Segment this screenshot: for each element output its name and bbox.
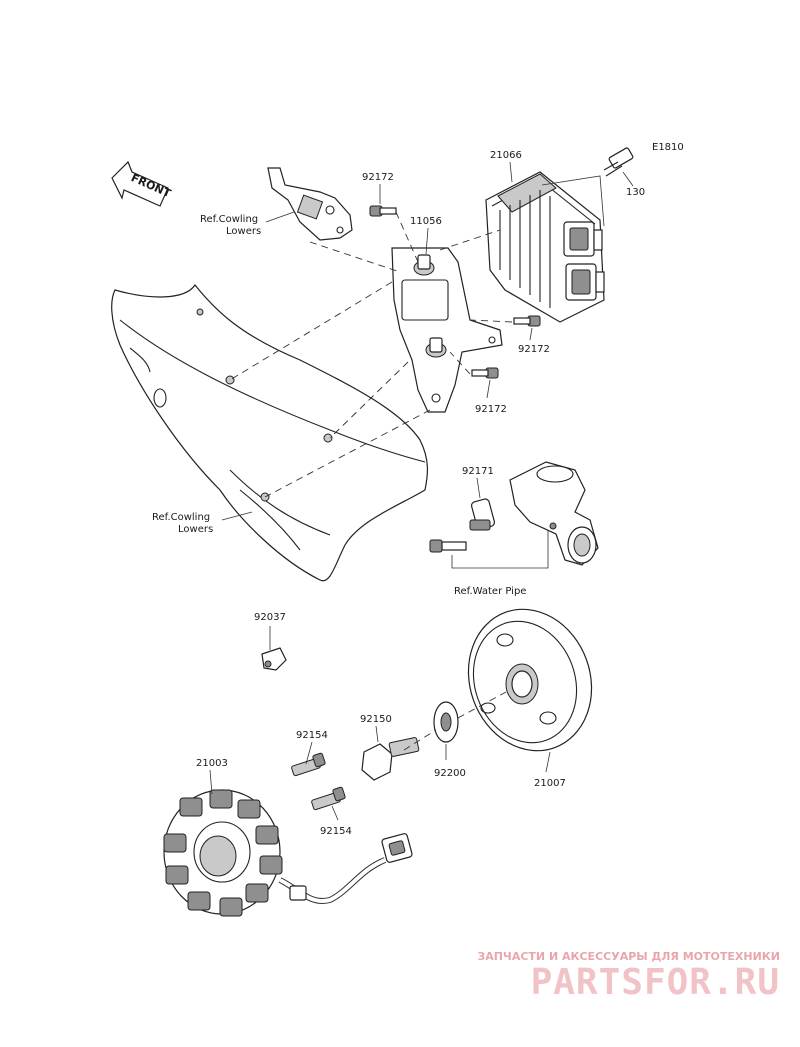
bolt-130 [603, 147, 634, 187]
label-92037: 92037 [254, 612, 286, 623]
bracket-11056 [391, 247, 503, 413]
label-92154-b: 92154 [320, 826, 352, 837]
callout-labels: 21066 130 92172 11056 92172 92172 92171 … [196, 150, 645, 837]
ref-cowling-top-line2: Lowers [226, 226, 261, 237]
label-92200: 92200 [434, 768, 466, 779]
label-21066: 21066 [490, 150, 522, 161]
washer-92200 [433, 701, 459, 743]
label-130: 130 [626, 187, 645, 198]
regulator-21066 [485, 171, 605, 323]
label-11056: 11056 [410, 216, 442, 227]
ref-water-pipe: Ref.Water Pipe [454, 586, 526, 597]
label-92172-low: 92172 [475, 404, 507, 415]
clip-92037 [261, 647, 287, 671]
screw-92172-low [471, 367, 499, 379]
water-pipe [509, 461, 599, 566]
cowling-lower-panel [111, 283, 428, 582]
stator-coils [163, 789, 283, 917]
regulator-fins [499, 190, 551, 308]
label-92172-mid: 92172 [518, 344, 550, 355]
bolt-92154-a [291, 752, 326, 777]
ref-cowling-mid-line2: Lowers [178, 524, 213, 535]
ref-cowling-mid-line1: Ref.Cowling [152, 512, 210, 523]
water-pipe-bracket-line [451, 530, 549, 569]
assembly-dashed-lines [229, 211, 513, 751]
front-arrow-icon: FRONT [111, 160, 173, 207]
label-92154-a: 92154 [296, 730, 328, 741]
stator-wire-harness [278, 833, 413, 904]
bolt-water-pipe [429, 539, 467, 553]
label-92171: 92171 [462, 466, 494, 477]
bolt-92150 [361, 737, 420, 781]
label-92172-top: 92172 [362, 172, 394, 183]
clamp-92171 [469, 498, 496, 531]
label-21007: 21007 [534, 778, 566, 789]
bolt-92154-b [311, 786, 346, 811]
label-92150: 92150 [360, 714, 392, 725]
ref-cowling-top-line1: Ref.Cowling [200, 214, 258, 225]
watermark: ЗАПЧАСТИ И АКСЕССУАРЫ ДЛЯ МОТОТЕХНИКИ PA… [477, 950, 780, 1003]
reference-labels: Ref.Cowling Lowers Ref.Cowling Lowers Re… [152, 214, 526, 597]
rotor-21007 [467, 608, 593, 752]
revision-code: E1810 [652, 142, 684, 153]
screw-92172-top [369, 205, 397, 217]
watermark-logo: PARTSFOR.RU [530, 962, 780, 1003]
watermark-tagline: ЗАПЧАСТИ И АКСЕССУАРЫ ДЛЯ МОТОТЕХНИКИ [477, 950, 780, 963]
screw-92172-mid [513, 315, 541, 327]
cowling-bracket [267, 167, 353, 241]
label-21003: 21003 [196, 758, 228, 769]
stator-21003 [163, 789, 283, 917]
leader-lines [209, 161, 605, 821]
